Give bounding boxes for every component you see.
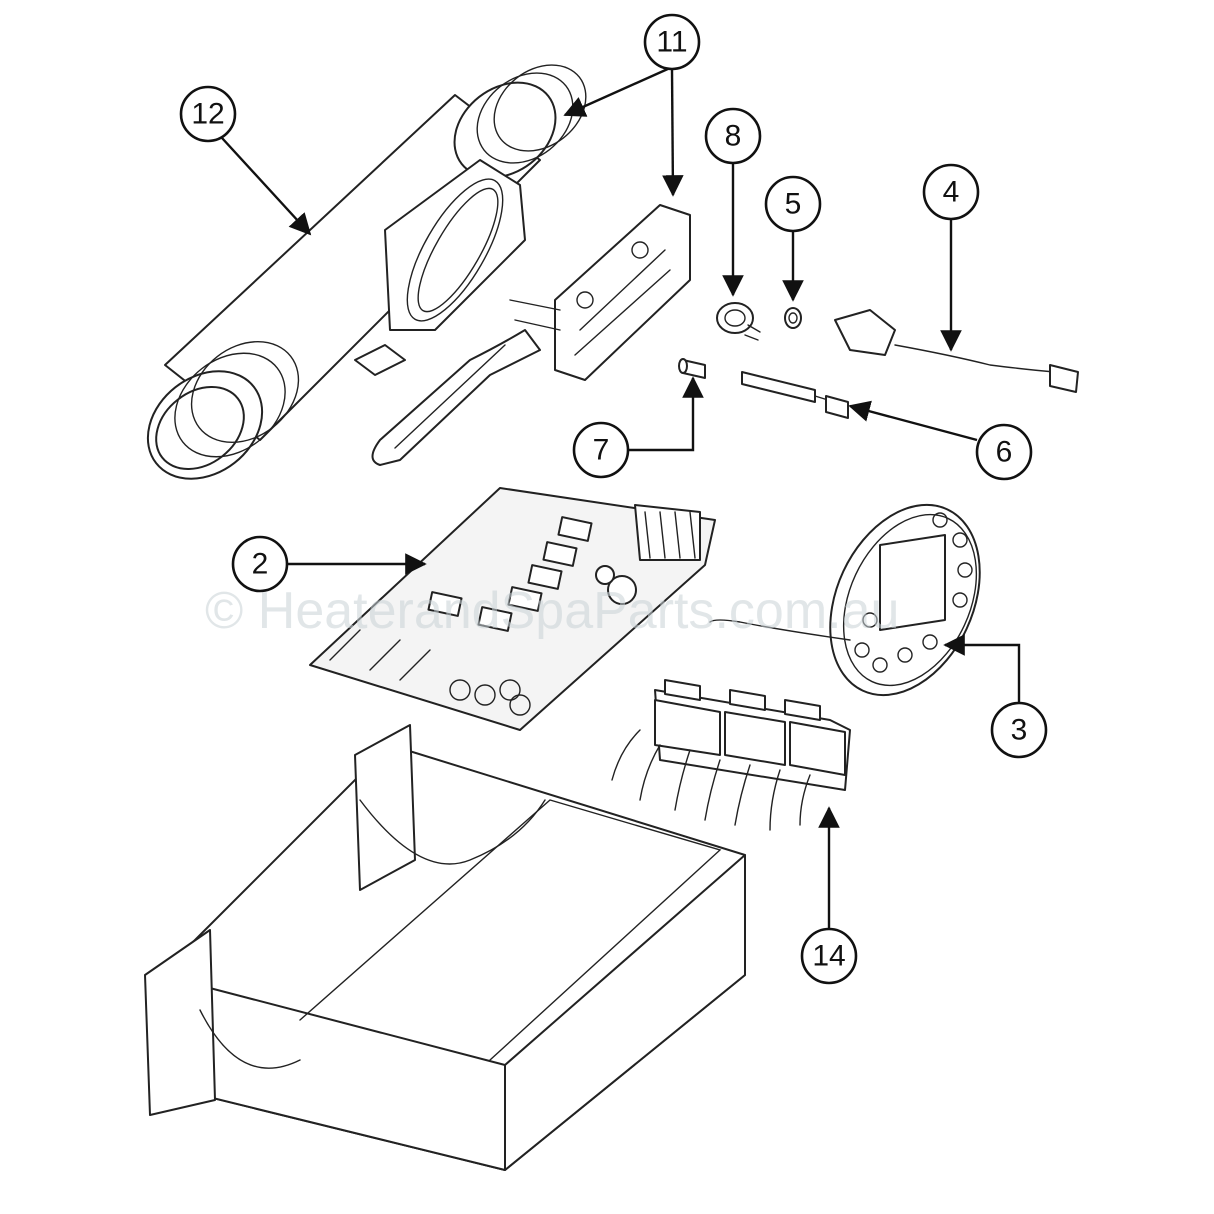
callout-5: 5 bbox=[764, 175, 822, 233]
topside-control-panel bbox=[709, 503, 981, 697]
callout-7: 7 bbox=[572, 421, 630, 479]
callout-2-label: 2 bbox=[252, 548, 269, 581]
circuit-board bbox=[309, 487, 716, 731]
heater-element bbox=[371, 204, 691, 466]
callout-14-label: 14 bbox=[812, 940, 845, 973]
callout-8: 8 bbox=[704, 107, 762, 165]
leader-11b bbox=[662, 69, 684, 197]
callout-12: 12 bbox=[179, 85, 237, 143]
leader-11a bbox=[563, 66, 671, 117]
callout-12-label: 12 bbox=[191, 98, 224, 131]
leader-lines bbox=[221, 66, 1021, 928]
leader-12 bbox=[221, 137, 312, 236]
callout-6: 6 bbox=[975, 423, 1033, 481]
callout-11: 11 bbox=[643, 13, 701, 71]
pressure-switch bbox=[834, 309, 1079, 393]
callout-2: 2 bbox=[231, 535, 289, 593]
o-ring bbox=[784, 307, 802, 329]
temperature-sensor bbox=[741, 371, 849, 419]
leader-7 bbox=[628, 376, 704, 452]
heater-tube bbox=[146, 64, 587, 480]
callout-14: 14 bbox=[800, 927, 858, 985]
callout-5-label: 5 bbox=[785, 188, 802, 221]
callout-8-label: 8 bbox=[725, 120, 742, 153]
callout-4-label: 4 bbox=[943, 176, 960, 209]
callout-4: 4 bbox=[922, 163, 980, 221]
callout-3: 3 bbox=[990, 701, 1048, 759]
callout-11-label: 11 bbox=[656, 26, 687, 59]
callout-3-label: 3 bbox=[1011, 714, 1028, 747]
hi-limit-sensor bbox=[716, 302, 761, 341]
callout-7-label: 7 bbox=[593, 434, 610, 467]
pin bbox=[678, 358, 706, 379]
watermark-text: © HeaterandSpaParts.com.au bbox=[205, 582, 899, 640]
terminal-block bbox=[611, 679, 851, 831]
cabinet-base bbox=[144, 724, 746, 1171]
leader-6 bbox=[848, 400, 978, 442]
leader-3 bbox=[943, 634, 1021, 702]
callout-6-label: 6 bbox=[996, 436, 1013, 469]
